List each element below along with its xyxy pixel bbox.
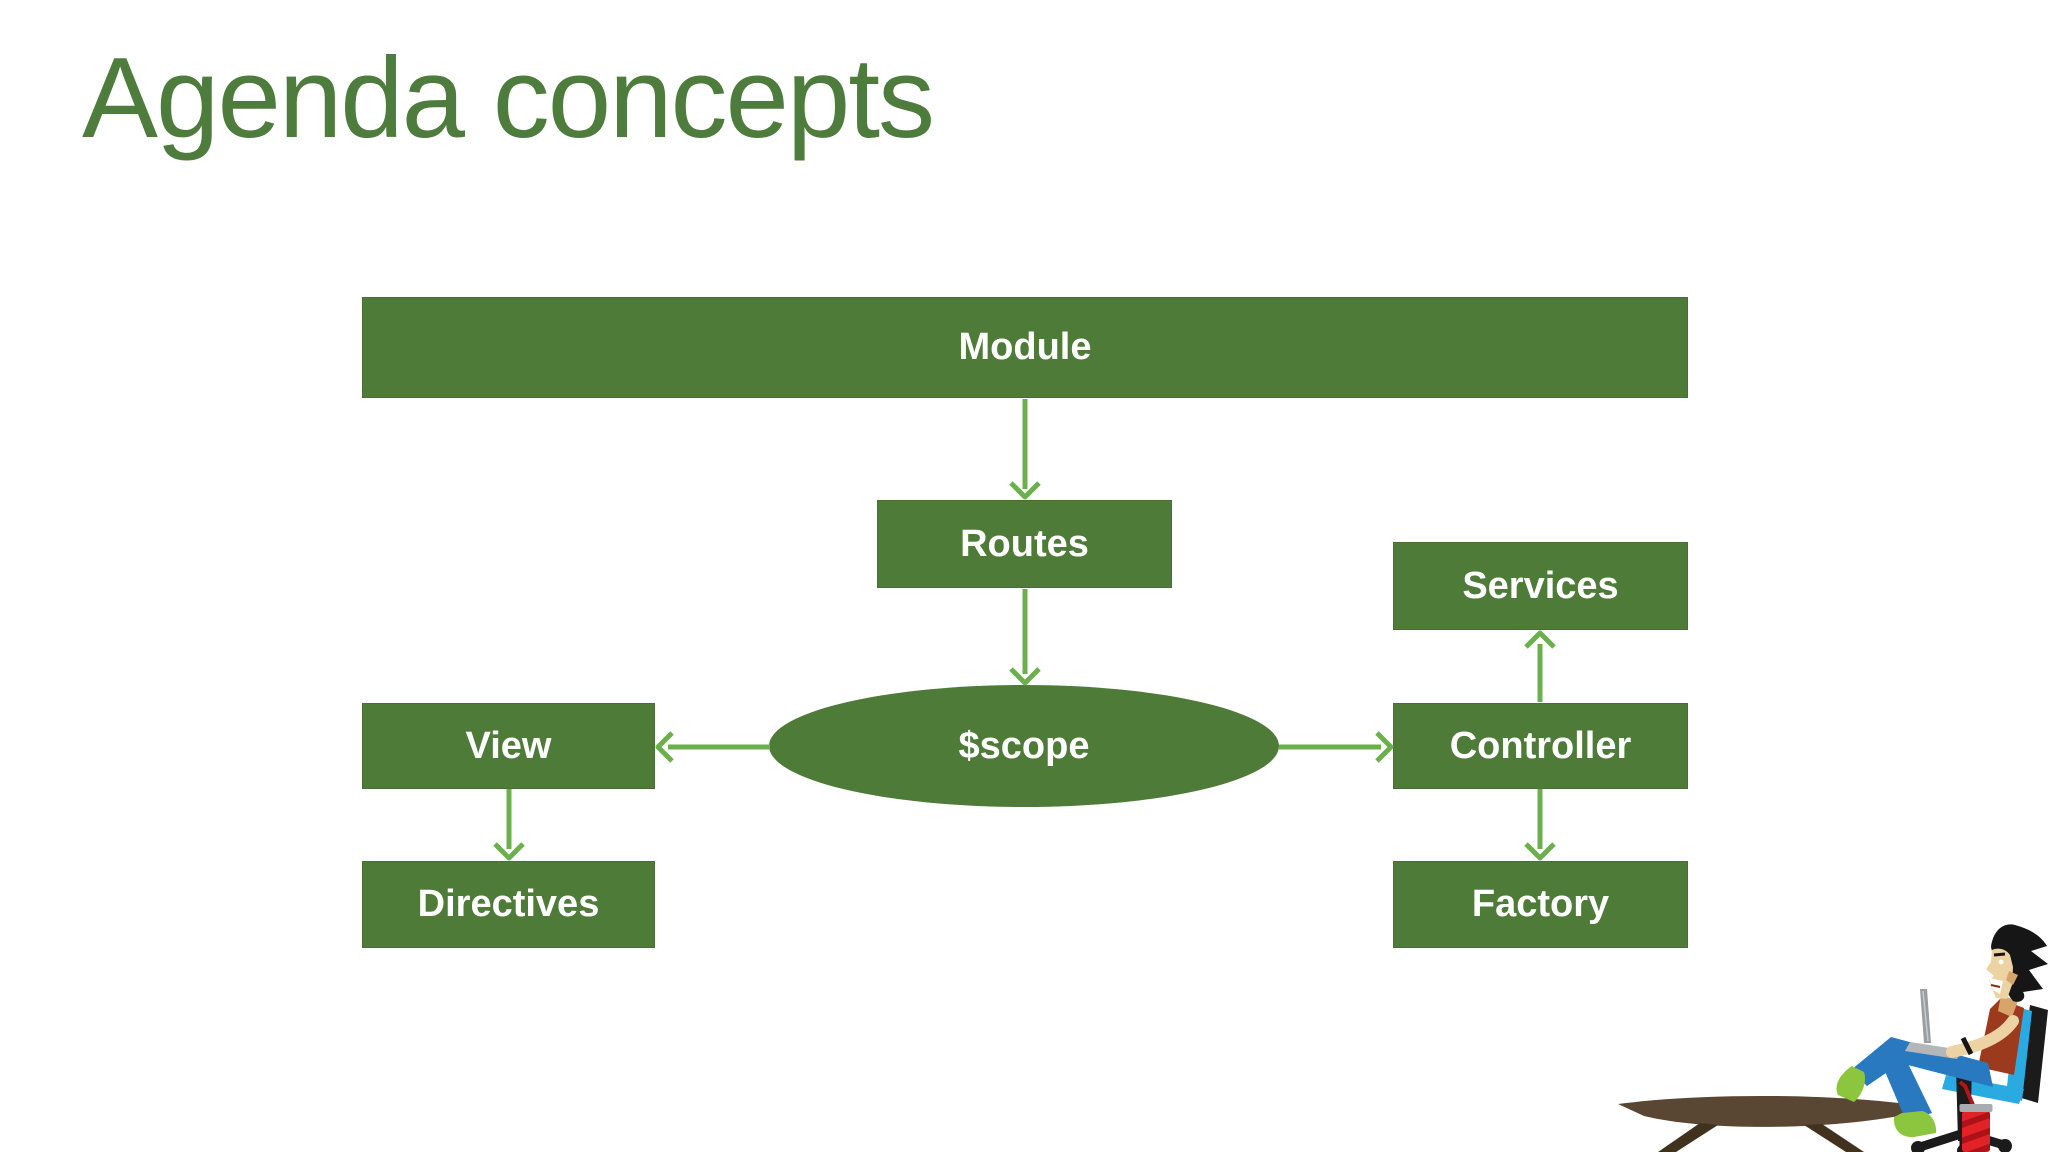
diagram-node-routes: Routes <box>877 500 1172 588</box>
shoe <box>1836 1066 1865 1102</box>
node-label-directives: Directives <box>417 883 600 925</box>
node-label-services: Services <box>1462 564 1619 607</box>
arrow-controller-to-services <box>1524 630 1556 702</box>
node-label-scope: $scope <box>958 724 1090 767</box>
arrow-module-to-routes <box>1009 399 1041 500</box>
straw <box>1958 1080 1975 1106</box>
arrow-controller-to-factory <box>1524 789 1556 861</box>
cup-lid <box>1959 1104 1993 1112</box>
eye <box>1998 959 2004 965</box>
arrow-scope-to-view <box>655 731 770 763</box>
developer-character <box>1836 924 2048 1138</box>
node-label-controller: Controller <box>1449 724 1632 767</box>
diagram-node-module: Module <box>362 297 1688 398</box>
ear <box>2006 971 2018 985</box>
table <box>1618 1095 1922 1152</box>
diagram-node-factory: Factory <box>1393 861 1688 948</box>
diagram-node-controller: Controller <box>1393 703 1688 789</box>
page-title: Agenda concepts <box>82 35 935 162</box>
eyebrow <box>1993 952 2006 957</box>
developer-illustration <box>1618 924 2048 1152</box>
head <box>1986 924 2048 1002</box>
arrow-routes-to-scope <box>1009 589 1041 686</box>
node-label-routes: Routes <box>960 522 1089 565</box>
node-label-view: View <box>465 724 552 767</box>
diagram-node-view: View <box>362 703 655 789</box>
node-label-factory: Factory <box>1471 883 1610 925</box>
diagram-node-scope: $scope <box>769 685 1279 807</box>
shoe <box>1893 1111 1937 1138</box>
arrow-scope-to-controller <box>1279 731 1394 763</box>
diagram-node-services: Services <box>1393 542 1688 630</box>
wristband <box>1960 1036 1974 1056</box>
arrow-view-to-directives <box>493 789 525 861</box>
node-label-module: Module <box>958 326 1092 368</box>
diagram-node-directives: Directives <box>362 861 655 948</box>
arm <box>1950 1015 2019 1057</box>
